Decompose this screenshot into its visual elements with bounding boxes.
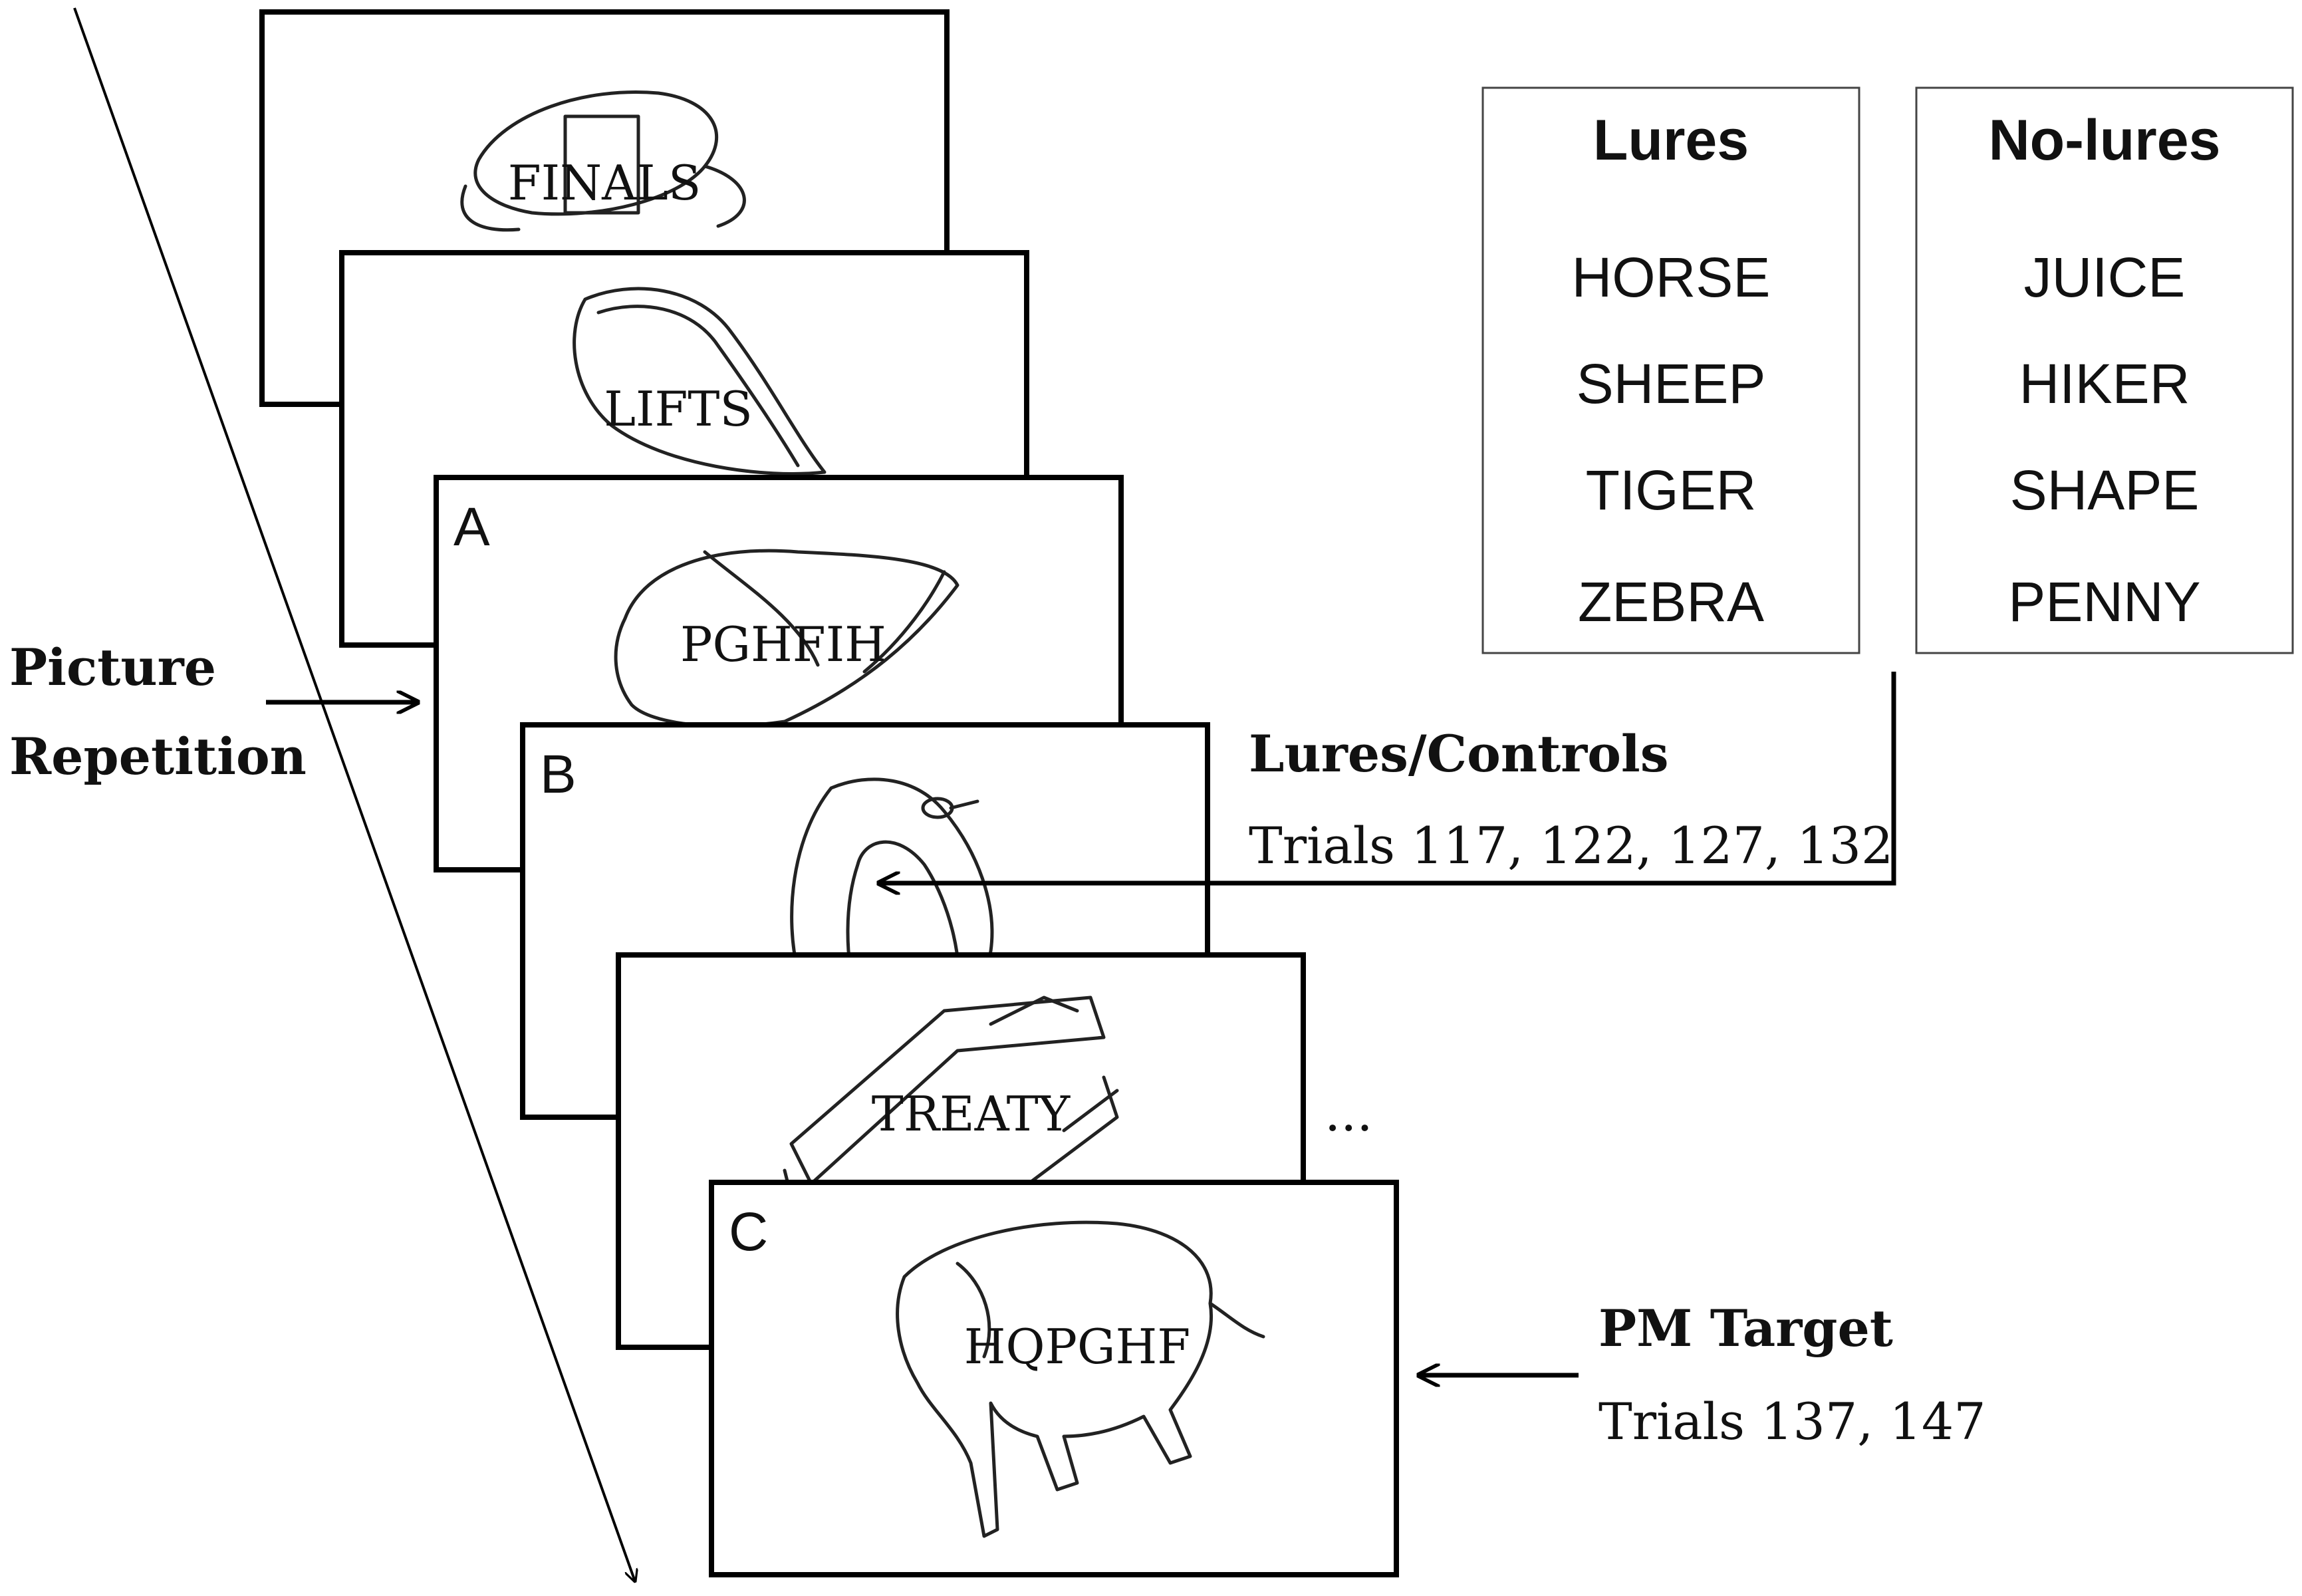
picture-repetition-label-line2: Repetition — [9, 727, 307, 786]
panel-letter-b: B — [540, 744, 576, 805]
nolures-word: PENNY — [2008, 571, 2200, 633]
pouch-sketch-icon — [573, 287, 827, 475]
lures-word: HORSE — [1572, 246, 1771, 309]
panel-letter-c: C — [729, 1202, 768, 1262]
nolures-box: No-lures JUICE HIKER SHAPE PENNY — [1915, 86, 2294, 654]
lures-word: ZEBRA — [1578, 571, 1764, 633]
lures-word: SHEEP — [1577, 352, 1766, 415]
lures-controls-title: Lures/Controls — [1249, 724, 1669, 783]
trial-word-2: LIFTS — [604, 381, 753, 437]
lures-box: Lures HORSE SHEEP TIGER ZEBRA — [1481, 86, 1860, 654]
pm-target-trials: Trials 137, 147 — [1599, 1392, 1986, 1451]
trial-word-5: TREATY — [872, 1086, 1071, 1142]
trial-frame-6: C HQPGHF — [709, 1180, 1399, 1577]
nolures-box-header: No-lures — [1989, 108, 2221, 172]
nolures-word: HIKER — [2019, 352, 2190, 415]
elephant-sketch-icon — [896, 1220, 1265, 1538]
lures-box-header: Lures — [1593, 108, 1749, 172]
picture-repetition-label-line1: Picture — [9, 638, 216, 697]
lures-controls-trials: Trials 117, 122, 127, 132 — [1249, 816, 1893, 875]
trial-word-3: PGHFIH — [680, 616, 886, 672]
lures-controls-arrow — [879, 672, 1896, 883]
pm-target-title: PM Target — [1599, 1299, 1893, 1358]
panel-letter-a: A — [453, 497, 490, 557]
lures-word: TIGER — [1586, 459, 1757, 521]
bag-sketch-icon — [614, 549, 959, 728]
ellipsis: ... — [1325, 1083, 1372, 1142]
time-arrow — [73, 7, 635, 1581]
hat-sketch-icon — [460, 90, 746, 232]
trial-word-1: FINALS — [508, 155, 702, 211]
trial-word-6: HQPGHF — [964, 1319, 1191, 1375]
nolures-word: JUICE — [2024, 246, 2186, 309]
nolures-word: SHAPE — [2010, 459, 2200, 521]
